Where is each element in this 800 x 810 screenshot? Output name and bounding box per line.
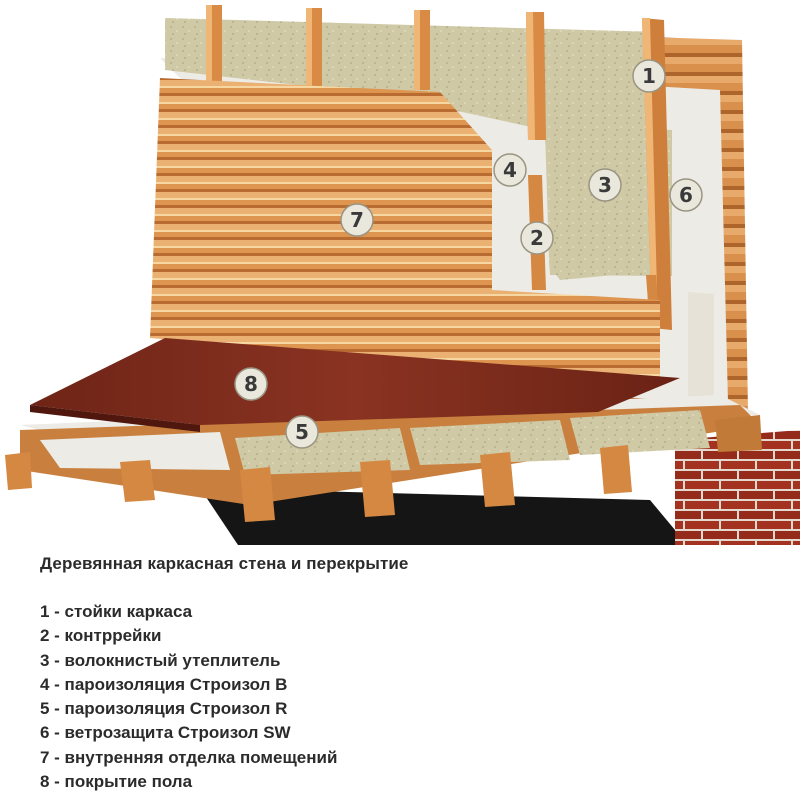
legend-item-2: 2 - контррейки	[40, 626, 162, 646]
legend-list: 1 - стойки каркаса 2 - контррейки 3 - во…	[40, 600, 780, 794]
wall-floor-diagram: 1 2 3 4 5 6 7 8	[5, 5, 800, 545]
floor-covering	[30, 338, 680, 425]
badge-1: 1	[632, 59, 666, 93]
floor-joists	[5, 405, 762, 522]
caption: Деревянная каркасная стена и перекрытие …	[40, 554, 780, 794]
legend-item-4: 4 - пароизоляция Строизол В	[40, 674, 288, 694]
legend-item-3: 3 - волокнистый утеплитель	[40, 650, 281, 670]
badge-2: 2	[520, 221, 554, 255]
svg-text:6: 6	[679, 183, 693, 207]
legend-item-6: 6 - ветрозащита Строизол SW	[40, 723, 291, 743]
badge-4: 4	[493, 153, 527, 187]
floor-shadow	[200, 488, 688, 545]
legend-item-7: 7 - внутренняя отделка помещений	[40, 747, 338, 767]
interior-finish	[150, 78, 660, 380]
badge-3: 3	[588, 168, 622, 202]
legend-item-1: 1 - стойки каркаса	[40, 602, 193, 621]
legend-item-5: 5 - пароизоляция Строизол R	[40, 699, 288, 719]
badge-6: 6	[669, 178, 703, 212]
svg-text:8: 8	[244, 372, 258, 396]
brick-foundation	[675, 430, 800, 545]
svg-text:2: 2	[530, 226, 544, 250]
frame-posts	[206, 5, 672, 330]
svg-text:4: 4	[503, 158, 517, 182]
badge-7: 7	[340, 203, 374, 237]
svg-text:1: 1	[642, 64, 656, 88]
legend-item-8: 8 - покрытие пола	[40, 772, 193, 792]
badge-5: 5	[285, 415, 319, 449]
floor-covering-edge	[30, 405, 200, 432]
caption-title: Деревянная каркасная стена и перекрытие	[40, 554, 409, 573]
svg-text:3: 3	[598, 173, 612, 197]
svg-text:5: 5	[295, 420, 309, 444]
svg-text:7: 7	[350, 208, 364, 232]
corner-post	[688, 292, 714, 404]
badge-8: 8	[234, 367, 268, 401]
